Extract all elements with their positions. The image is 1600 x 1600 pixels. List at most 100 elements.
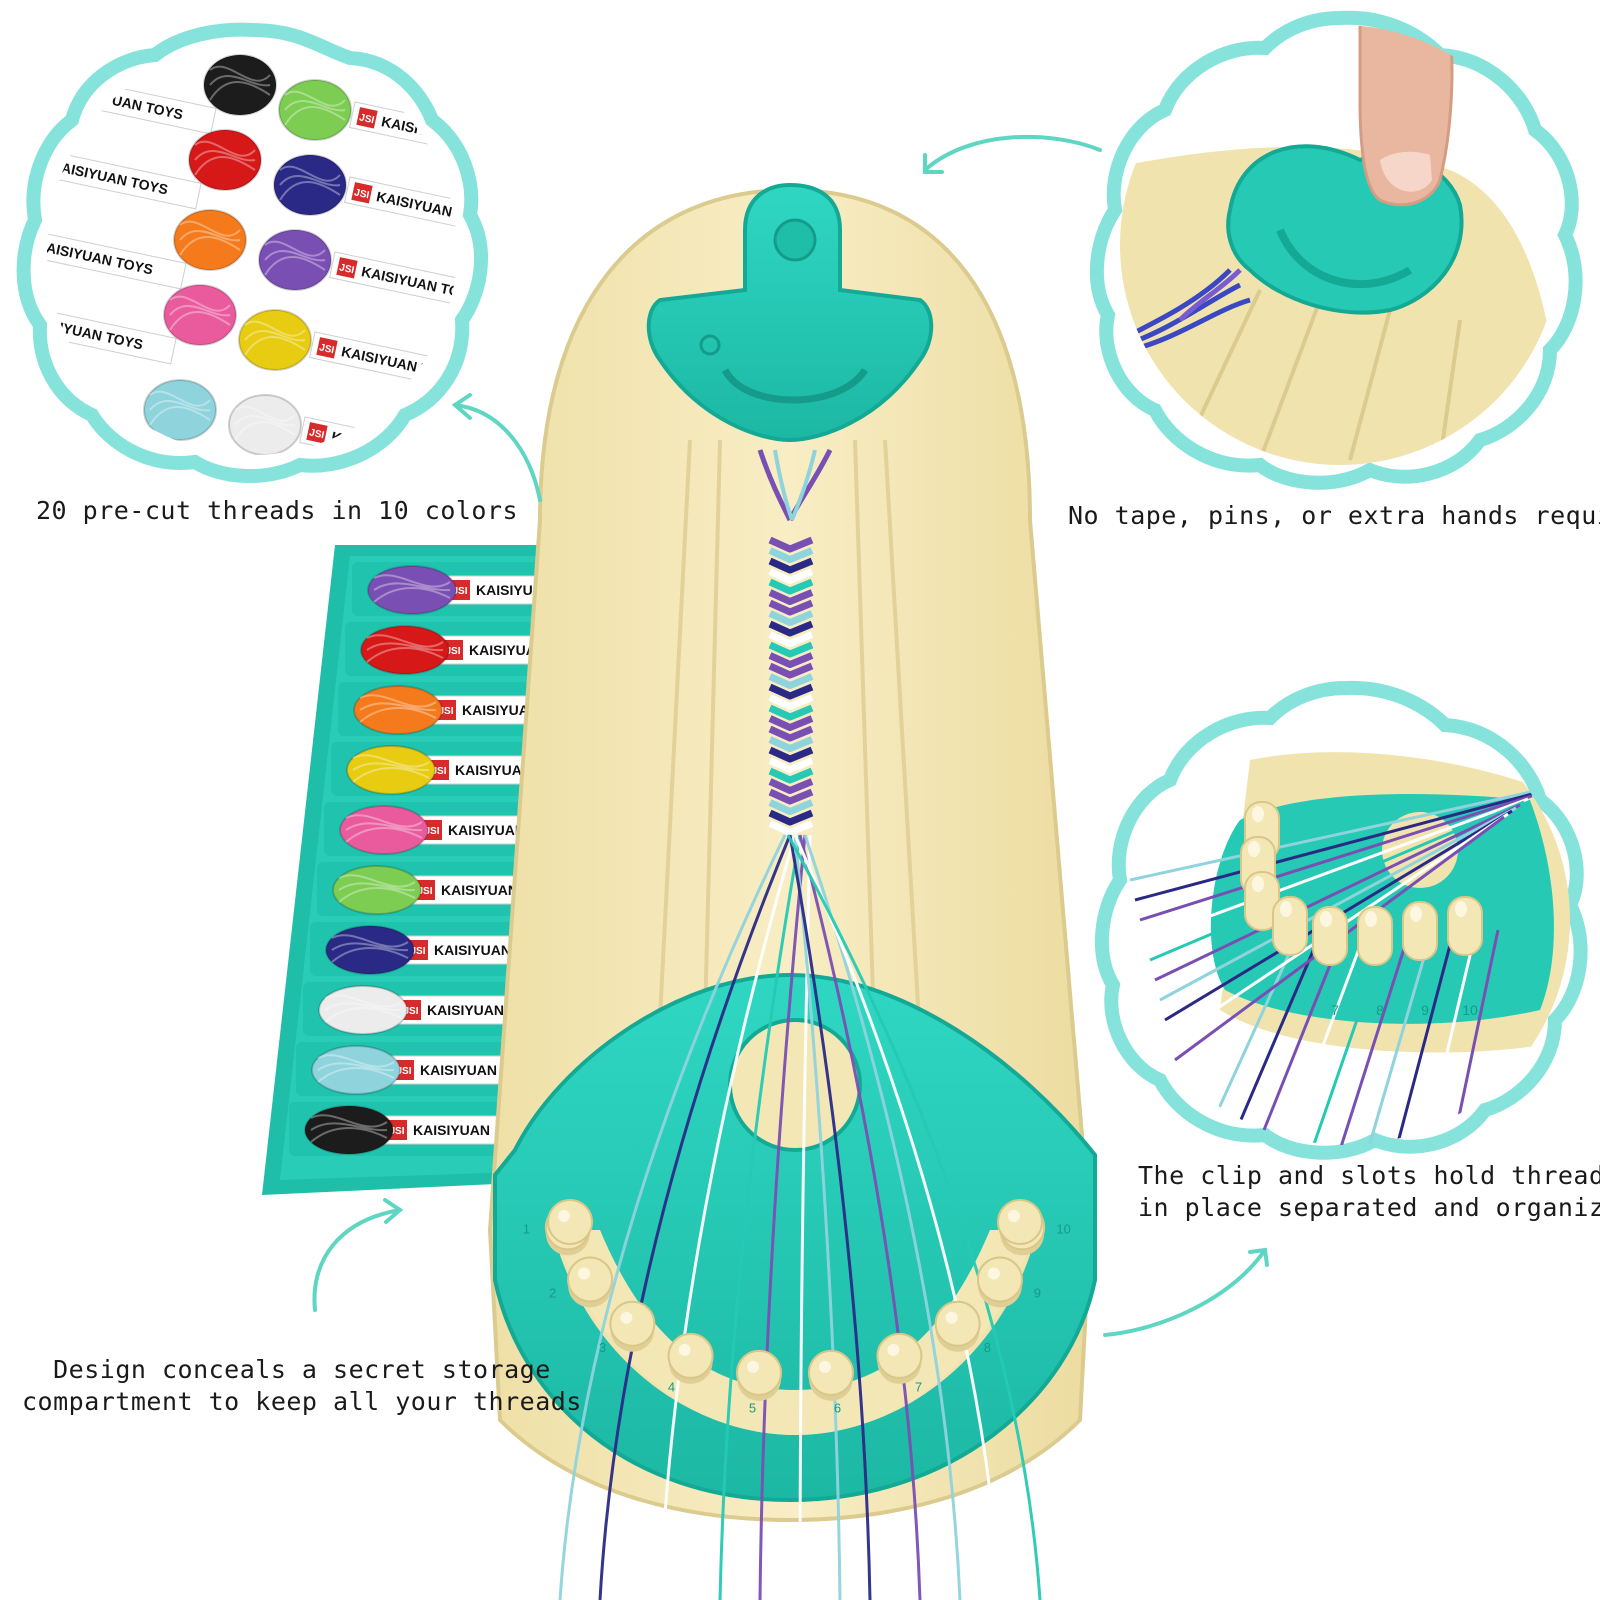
bracelet-stripe: [768, 704, 814, 721]
detail-thread: [1394, 929, 1456, 1145]
peg-6: 6: [807, 1349, 854, 1415]
tray-skein-pink: [339, 805, 429, 855]
detail-thread: [1338, 929, 1412, 1145]
detail-peg-number: 8: [1376, 1002, 1384, 1018]
detail-thread: [1159, 806, 1517, 1002]
skein-light-blue: [143, 379, 217, 441]
jsi-logo-icon: [0, 401, 3, 422]
bracelet-stripe: [768, 694, 814, 710]
detail-peg: [1312, 906, 1348, 966]
detail-peg-number: 10: [1462, 1002, 1478, 1018]
jsi-logo-icon: [306, 422, 328, 444]
jsi-logo-mark: JSI: [396, 1066, 411, 1077]
fan-thread: [718, 834, 802, 1600]
brand-name: KAISIYUAN: [434, 942, 511, 958]
detail-thread: [1144, 797, 1529, 942]
skein-purple: [258, 229, 332, 291]
clip-slots-caption: The clip and slots hold threads in place…: [1138, 1160, 1600, 1224]
bracelet-stripe: [768, 715, 814, 731]
tray-skein-light-blue: [311, 1045, 401, 1095]
arrow-to-clip: [923, 134, 1102, 172]
friendship-bracelet: [757, 448, 833, 836]
bracelet-stripe: [768, 683, 814, 700]
bracelet-stripe: [768, 547, 814, 563]
clip-slots-caption-line-2: in place separated and organized: [1138, 1193, 1600, 1222]
jsi-logo-mark: JSI: [3, 311, 20, 325]
peg-9: 9: [976, 1256, 1041, 1308]
jsi-logo-mark: JSI: [308, 427, 325, 441]
detail-thread: [1254, 929, 1346, 1145]
bracelet-stripe: [768, 578, 814, 595]
brand-name: KAISIYUAN: [441, 882, 518, 898]
tray-skein-purple: [367, 565, 457, 615]
detail-thread: [1422, 929, 1478, 1145]
skein-red: [188, 129, 262, 191]
skein-white: [228, 394, 302, 455]
fan-thread: [793, 834, 1002, 1600]
peg-8: 8: [934, 1300, 991, 1355]
bracelet-stripe: [768, 641, 814, 658]
fan-thread: [798, 834, 922, 1600]
bracelet-stripe: [768, 746, 814, 763]
peg-number: 6: [834, 1400, 841, 1415]
jsi-logo-mark: JSI: [43, 81, 60, 95]
jsi-logo-mark: JSI: [403, 1006, 418, 1017]
detail-peg: [1272, 896, 1308, 956]
detail-peg: [1402, 901, 1438, 961]
peg-number: 7: [915, 1380, 922, 1395]
fan-thread: [758, 834, 807, 1600]
jsi-logo-mark: JSI: [353, 187, 370, 201]
jsi-logo-mark: JSI: [417, 886, 432, 897]
jsi-logo-mark: JSI: [452, 586, 467, 597]
tray-skein-yellow: [346, 745, 436, 795]
brand-name: KAISIYUAN: [469, 642, 546, 658]
bracelet-stripe: [768, 809, 814, 826]
detail-thread: [1149, 800, 1525, 962]
bracelet-stripe: [768, 610, 814, 626]
peg-2: 2: [549, 1256, 614, 1308]
fan-thread: [803, 834, 962, 1600]
arrow-to-threads: [453, 403, 542, 502]
jsi-logo-icon: [1, 306, 22, 327]
jsi-logo-mark: JSI: [445, 646, 460, 657]
no-tape-caption: No tape, pins, or extra hands required: [1068, 501, 1600, 530]
detail-peg-number: 7: [1331, 1002, 1339, 1018]
peg-number: 9: [1034, 1286, 1041, 1301]
skein-navy: [273, 154, 347, 216]
detail-thread: [1282, 929, 1368, 1145]
peg-4: 4: [667, 1332, 714, 1395]
jsi-logo-mark: JSI: [424, 826, 439, 837]
detail-peg: [1357, 906, 1393, 966]
tray-skein-red: [360, 625, 450, 675]
bracelet-stripe: [768, 778, 814, 794]
storage-caption-line-2: compartment to keep all your threads: [22, 1387, 582, 1416]
arrow-to-storage: [312, 1208, 402, 1312]
bracelet-stripe: [768, 536, 814, 553]
fan-thread: [558, 834, 787, 1600]
fan-thread: [793, 834, 842, 1600]
clip-closeup-bubble: [1089, 10, 1583, 490]
detail-thread: [1366, 929, 1434, 1145]
skein-orange: [173, 209, 247, 271]
fan-thread: [788, 834, 872, 1600]
jsi-logo-mark: JSI: [438, 706, 453, 717]
peg-5: 5: [736, 1349, 783, 1415]
bracelet-stripe: [768, 568, 814, 584]
fan-thread: [598, 834, 792, 1600]
bracelet-stripe: [768, 652, 814, 668]
skein-yellow: [238, 309, 312, 371]
brand-name: KAISIYUAN: [462, 702, 539, 718]
jsi-logo-mark: JSI: [410, 946, 425, 957]
tray-skein-orange: [353, 685, 443, 735]
jsi-logo-icon: [356, 107, 378, 129]
detail-peg: [1447, 896, 1483, 956]
bracelet-stripe: [768, 757, 814, 773]
top-clip: [646, 182, 934, 443]
bracelet-stripe: [768, 557, 814, 574]
brand-name: KAISIYUAN: [413, 1122, 490, 1138]
